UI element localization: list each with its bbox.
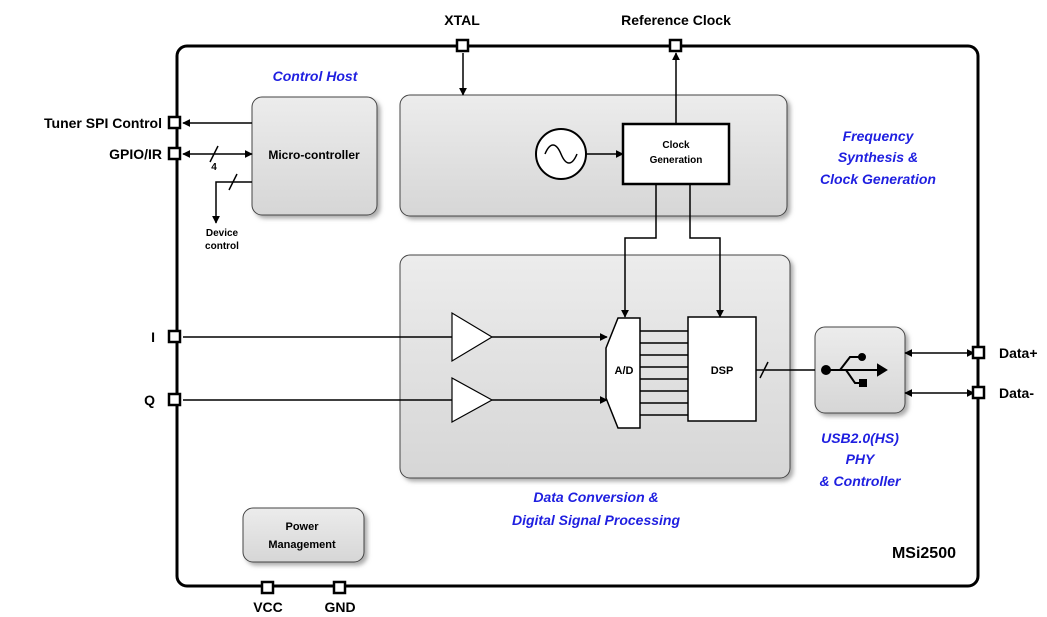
pin-data-plus bbox=[971, 345, 986, 360]
usb-icon bbox=[821, 353, 888, 387]
q-label: Q bbox=[144, 392, 155, 408]
clock-gen-label-2: Generation bbox=[650, 155, 703, 166]
usb-title-2: PHY bbox=[846, 451, 876, 467]
chip-name: MSi2500 bbox=[892, 545, 956, 562]
bus-width-label: 4 bbox=[211, 162, 217, 173]
pin-ref-clock bbox=[668, 38, 683, 53]
freq-synth-title-1: Frequency bbox=[843, 128, 915, 144]
sine-wave-icon bbox=[544, 144, 578, 164]
usb-title-1: USB2.0(HS) bbox=[821, 430, 899, 446]
data-conversion-block bbox=[399, 254, 791, 479]
adc-dsp-bus bbox=[640, 330, 688, 416]
data-minus-label: Data- bbox=[999, 385, 1034, 401]
i-label: I bbox=[151, 329, 155, 345]
clock-generation-box bbox=[621, 122, 731, 186]
vcc-label: VCC bbox=[253, 599, 283, 615]
ref-clock-label: Reference Clock bbox=[621, 12, 731, 28]
pin-data-minus bbox=[971, 385, 986, 400]
pin-xtal bbox=[455, 38, 470, 53]
power-label-2: Management bbox=[268, 539, 336, 551]
data-plus-label: Data+ bbox=[999, 345, 1038, 361]
gpio-label: GPIO/IR bbox=[109, 146, 162, 162]
signal-lines bbox=[182, 52, 975, 404]
pins bbox=[167, 38, 986, 595]
pin-vcc bbox=[260, 580, 275, 595]
pin-tuner-spi bbox=[167, 115, 182, 130]
power-label-1: Power bbox=[285, 521, 319, 533]
power-management-block bbox=[242, 507, 365, 563]
clock-gen-label-1: Clock bbox=[662, 140, 690, 151]
device-control-label-1: Device bbox=[206, 228, 239, 239]
device-control-label-2: control bbox=[205, 241, 239, 252]
gnd-label: GND bbox=[324, 599, 355, 615]
microcontroller-label: Micro-controller bbox=[268, 148, 360, 162]
pin-gnd bbox=[332, 580, 347, 595]
xtal-label: XTAL bbox=[444, 12, 480, 28]
freq-synth-title-2: Synthesis & bbox=[838, 149, 918, 165]
tuner-spi-label: Tuner SPI Control bbox=[44, 115, 162, 131]
adc-shape bbox=[605, 317, 641, 429]
dsp-box bbox=[687, 316, 757, 422]
pin-gpio bbox=[167, 146, 182, 161]
data-conv-title-1: Data Conversion & bbox=[533, 489, 658, 505]
control-host-title: Control Host bbox=[273, 68, 359, 84]
data-conv-title-2: Digital Signal Processing bbox=[512, 512, 680, 528]
freq-synth-title-3: Clock Generation bbox=[820, 171, 936, 187]
adc-label: A/D bbox=[615, 365, 634, 377]
pin-i bbox=[167, 329, 182, 344]
dsp-label: DSP bbox=[711, 365, 734, 377]
usb-title-3: & Controller bbox=[820, 473, 902, 489]
pin-q bbox=[167, 392, 182, 407]
